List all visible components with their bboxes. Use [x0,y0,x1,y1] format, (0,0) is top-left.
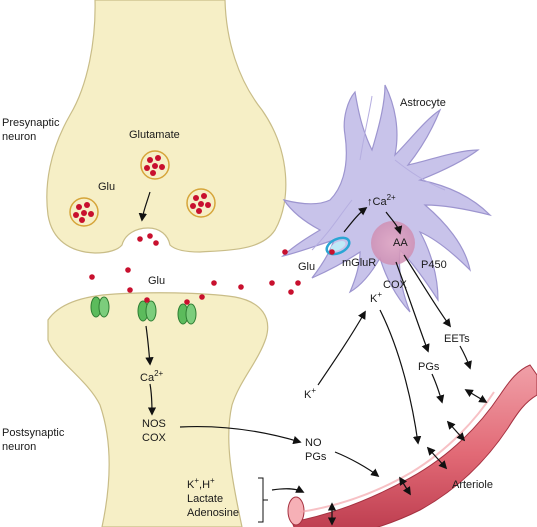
receptor-3 [177,299,197,325]
presynaptic-neuron [46,0,287,254]
astrocyte-label: Astrocyte [400,97,446,109]
k-astro-label: K+ [370,290,382,305]
adenosine-label: Adenosine [187,507,239,519]
arrow-post-ca [145,325,154,366]
no-label: NO [305,437,322,449]
arrow-k-arteriole [379,309,422,445]
glu-astro-label: Glu [298,261,315,273]
arrow-vesicle-release [138,191,151,222]
cox-astro-label: COX [383,279,408,291]
arrow-k-left-up [317,310,366,386]
arrow-eets-arteriole [459,345,472,370]
arrow-aa-pgs [395,261,430,353]
pgs-post-label: PGs [305,451,327,463]
arrow-bracket-arteriole [271,485,305,493]
aa-label: AA [393,237,408,249]
presynaptic-label: Presynaptic [2,117,60,129]
k-h-label: K+,H+ [187,476,215,491]
astrocyte-nucleus [371,221,415,265]
receptor-2 [137,297,157,322]
mglur-receptor [325,236,351,256]
arteriole-label: Arteriole [452,479,493,491]
receptor-1 [90,296,110,318]
vesicle-1 [140,150,170,180]
pgs-astro-label: PGs [418,361,440,373]
pathway-arrows [138,191,472,493]
postsynaptic-neuron [47,292,269,527]
mglur-label: mGluR [342,257,376,269]
postsynaptic-label-2: neuron [2,441,36,453]
arrow-ca-aa [385,211,403,235]
presynaptic-label-2: neuron [2,131,36,143]
arrow-aa-eets [403,254,452,328]
nos-label: NOS [142,418,166,430]
arrow-pgs-arteriole [431,373,445,404]
source-bracket [258,477,268,523]
ca-astro-label: ↑Ca2+ [367,193,396,208]
vesicle-2 [69,197,99,227]
k-left-label: K+ [304,386,316,401]
glutamate-label: Glutamate [129,129,180,141]
cleft-glutamate [89,249,301,300]
arrow-ca-nos [147,383,157,416]
p450-label: P450 [421,259,447,271]
arteriole [287,364,537,527]
lactate-label: Lactate [187,493,223,505]
vesicle-3 [186,188,216,218]
eets-label: EETs [444,333,470,345]
dilation-arrows [327,389,488,526]
postsynaptic-label: Postsynaptic [2,427,65,439]
arrow-mglur-ca [343,206,368,233]
glu-vesicle-label: Glu [98,181,115,193]
arrow-nos-no [179,425,302,445]
cox-post-label: COX [142,432,167,444]
glu-cleft-label: Glu [148,275,165,287]
exocytosis-pocket [137,233,159,246]
arrow-pgs-arteriole-2 [334,451,380,478]
ca-post-label: Ca2+ [140,369,164,384]
